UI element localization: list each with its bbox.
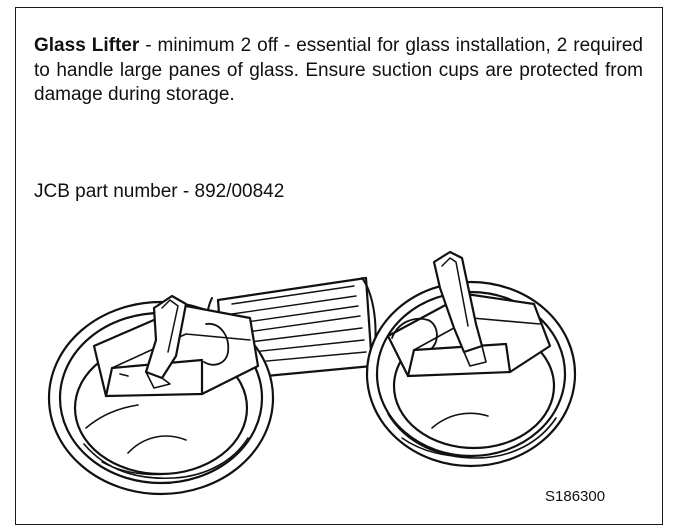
part-number: JCB part number - 892/00842: [34, 181, 285, 202]
tool-name: Glass Lifter: [34, 35, 140, 56]
illustration-reference: S186300: [545, 488, 606, 505]
tool-card: Glass Lifter - minimum 2 off - essential…: [15, 7, 663, 525]
glass-lifter-illustration: [47, 250, 577, 496]
tool-description-text: - minimum 2 off - essential for glass in…: [34, 35, 643, 105]
tool-description: Glass Lifter - minimum 2 off - essential…: [34, 34, 643, 108]
